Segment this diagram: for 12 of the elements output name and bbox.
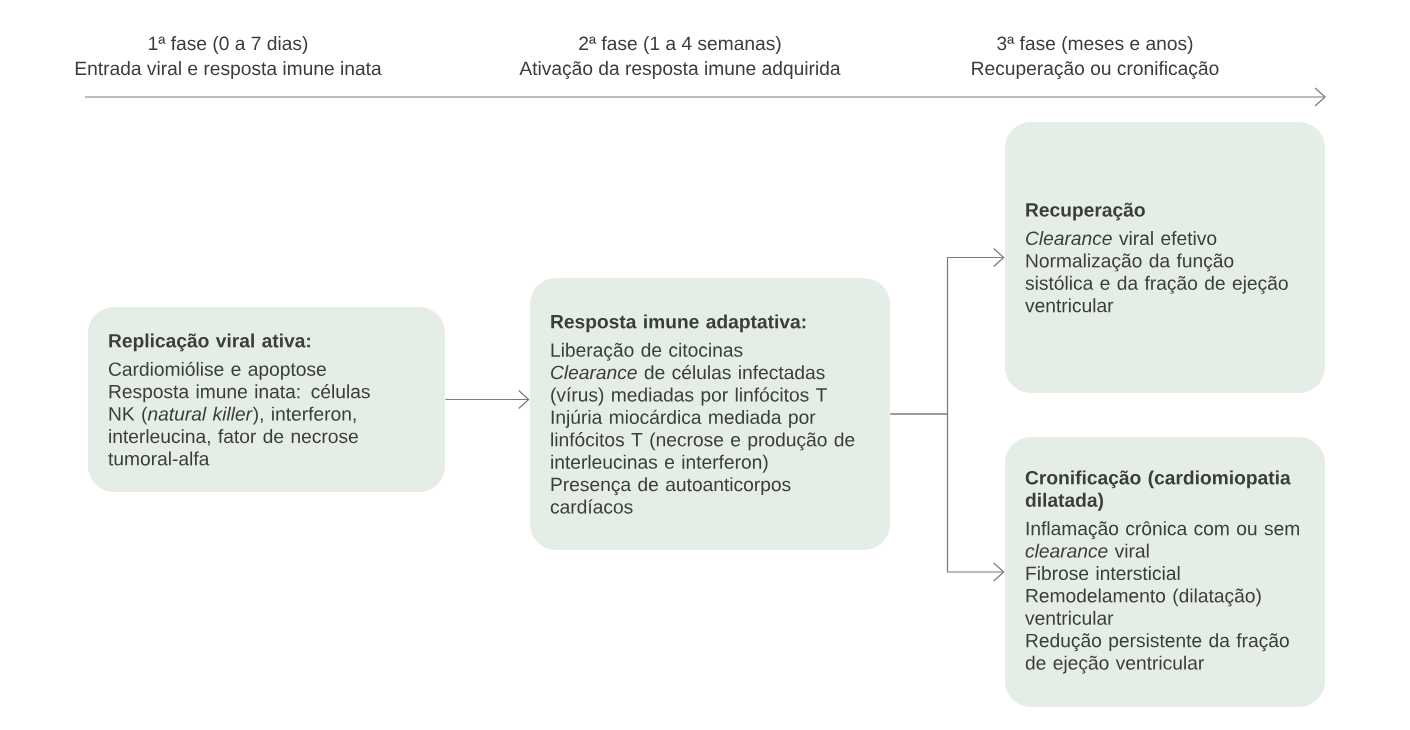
phase-box: Replicação viral ativa: Cardiomiólise e apoptose Resposta imune inata: células NK (natural killer), interferon, interleucina, fator de necrose tumoral-alfa bbox=[88, 307, 445, 492]
phase-box: Recuperação Clearance viral efetivo Normalização da função sistólica e da fração de ejeção ventricular bbox=[1005, 122, 1325, 393]
phase-label: 1ª fase (0 a 7 dias) bbox=[149, 36, 308, 54]
arrow bbox=[444, 389, 530, 410]
phase-label: Ativação da resposta imune adquirida bbox=[519, 61, 841, 79]
phase-box: Cronificação (cardiomiopatia dilatada) Inflamação crônica com ou sem clearance viral Fibrose intersticial Remodelamento (dilatação) ventricular Redução persistente da fração de ejeção ventricular bbox=[1005, 437, 1325, 707]
arrow bbox=[889, 413, 1005, 582]
phase-box: Resposta imune adaptativa: Liberação de citocinas Clearance de células infectadas (vírus) mediadas por linfócitos T Injúria miocárdica mediada por linfócitos T (necrose e produção de interleucinas e interferon) Presença de autoanticorpos cardíacos bbox=[530, 278, 890, 550]
phase-label: 2ª fase (1 a 4 semanas) bbox=[579, 36, 781, 54]
phase-label: Entrada viral e resposta imune inata bbox=[75, 61, 382, 79]
phase-label: Recuperação ou cronificação bbox=[972, 61, 1219, 79]
phase-label: 3ª fase (meses e anos) bbox=[997, 36, 1193, 54]
